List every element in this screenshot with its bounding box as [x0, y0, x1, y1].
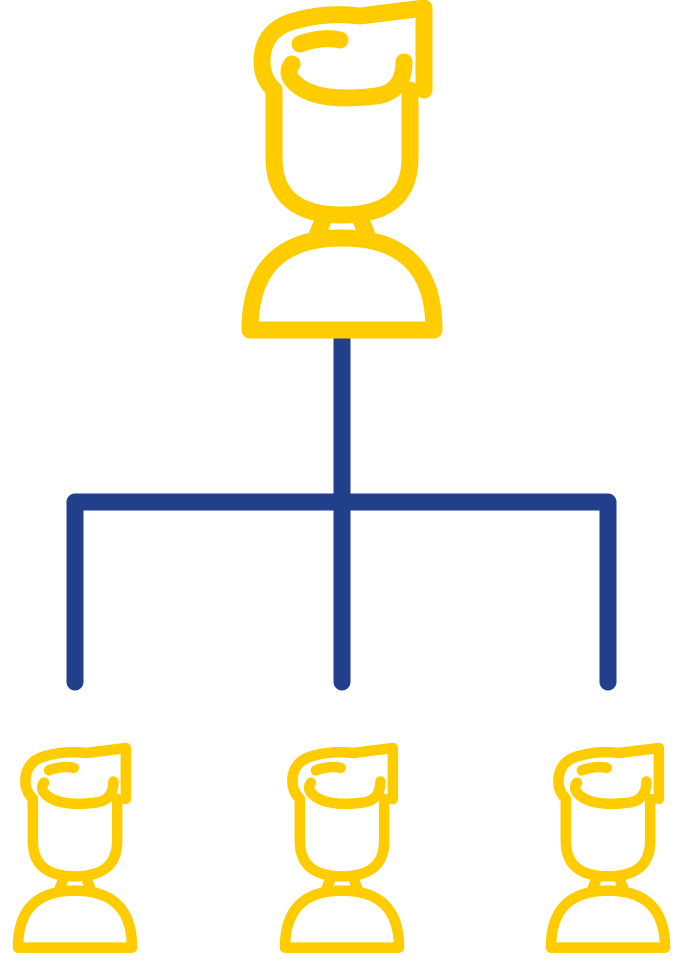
- employee-person-icon-right: [545, 742, 671, 953]
- employee-person-icon-left: [12, 742, 138, 953]
- employee-person-icon-center-head: [294, 793, 390, 882]
- employee-person-icon-center-hair: [287, 742, 399, 810]
- employee-person-icon-right-head: [560, 793, 656, 882]
- employee-person-icon-left-body: [12, 885, 138, 953]
- manager-person-icon: [241, 0, 443, 339]
- employee-person-icon-center: [279, 742, 405, 953]
- manager-hair: [253, 0, 433, 107]
- employee-group: [12, 742, 671, 953]
- manager-head: [265, 81, 419, 224]
- employee-person-icon-left-head: [27, 793, 123, 882]
- employee-person-icon-right-forehead-line: [576, 761, 613, 776]
- employee-person-icon-center-forehead-line: [310, 761, 347, 776]
- employee-person-icon-left-hair: [20, 742, 132, 810]
- employee-person-icon-right-body: [545, 885, 671, 953]
- branch-bar: [66, 493, 617, 691]
- manager-body: [241, 229, 443, 339]
- employee-person-icon-left-forehead-line: [43, 761, 80, 776]
- employee-person-icon-center-body: [279, 885, 405, 953]
- manager-forehead-line: [291, 30, 349, 53]
- hierarchy-connectors: [66, 331, 617, 691]
- employee-person-icon-right-hair: [553, 742, 665, 810]
